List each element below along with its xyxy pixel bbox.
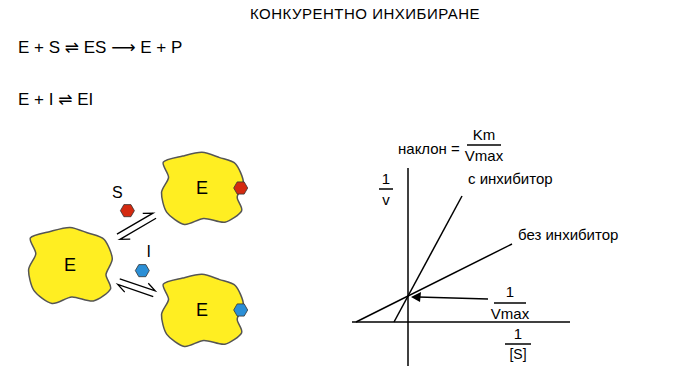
fraction-numerator: Km — [473, 126, 496, 143]
arrow-line — [120, 279, 155, 291]
edge-label: I — [145, 243, 153, 261]
enzyme-blob: E — [158, 150, 246, 226]
uninhibited-line — [356, 244, 512, 322]
node-text-box: E — [25, 225, 115, 305]
axis-label: 1 — [382, 170, 390, 187]
fraction-denominator: Vmax — [491, 305, 529, 322]
axis-label: 1 — [514, 325, 522, 342]
line-label: с инхибитор — [468, 170, 553, 187]
slope-label: наклон = — [398, 140, 460, 157]
equation: E + I ⇌ EI — [18, 90, 93, 110]
fraction-bar — [505, 343, 531, 345]
equilibrium-arrow — [117, 213, 156, 239]
axis-label: [S] — [509, 346, 526, 362]
equation: E + S ⇌ ES ⟶ E + P — [18, 38, 182, 58]
fraction-bar — [494, 302, 526, 304]
equilibrium-arrow — [118, 279, 155, 297]
blob-shape — [162, 274, 244, 346]
fraction-bar — [379, 188, 393, 190]
title: КОНКУРЕНТНО ИНХИБИРАНЕ — [250, 5, 480, 22]
inhibitor-molecule — [135, 265, 149, 277]
line-label: без инхибитор — [518, 226, 618, 243]
blob-shape — [162, 152, 244, 224]
axis-label: v — [382, 191, 390, 208]
fraction-numerator: 1 — [506, 283, 514, 300]
arrow-head — [411, 292, 421, 302]
enzyme-blob: E — [25, 225, 115, 305]
blob-shape — [29, 227, 113, 303]
arrow-line — [120, 218, 156, 239]
inhibited-line — [394, 196, 462, 322]
enzyme-label: E — [196, 300, 208, 321]
enzyme-label: E — [196, 178, 208, 199]
pointer-arrow — [418, 297, 488, 299]
enzyme-label: E — [64, 255, 76, 276]
x-axis — [352, 321, 570, 323]
fraction-denominator: Vmax — [465, 147, 503, 164]
node-text-box: E — [158, 272, 246, 348]
fraction-bar — [467, 144, 501, 146]
node-text-box: E — [158, 150, 246, 226]
enzyme-blob: E — [158, 272, 246, 348]
arrow-line — [118, 284, 153, 296]
substrate-molecule — [120, 205, 134, 217]
bound-molecule — [234, 182, 248, 194]
bound-molecule — [234, 304, 248, 316]
edge-label: S — [110, 185, 125, 203]
y-axis — [407, 168, 409, 366]
